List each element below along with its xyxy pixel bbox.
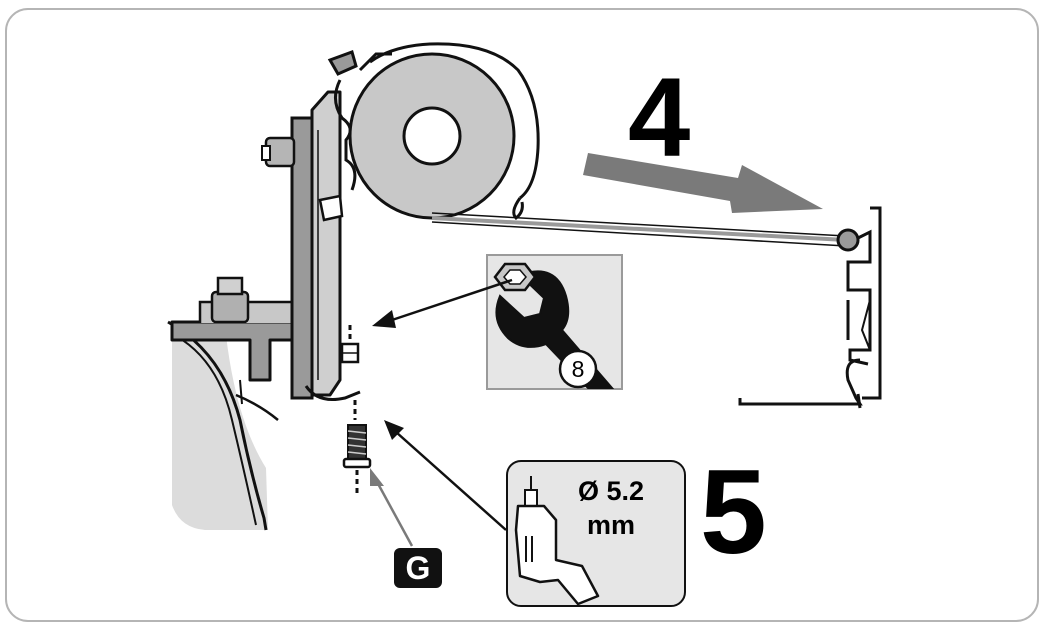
part-g-badge	[394, 548, 442, 588]
part-g-pointer	[370, 468, 414, 547]
profile-bolt	[261, 136, 296, 168]
part-g-label: G	[405, 550, 431, 586]
drill-icon	[514, 476, 600, 606]
drill-pointer	[384, 420, 507, 531]
pull-direction-arrow	[583, 153, 823, 213]
awning-profile	[290, 50, 361, 401]
vehicle-wall	[167, 320, 268, 531]
step-number-5: 5	[700, 445, 767, 579]
roof-bracket	[170, 276, 307, 421]
awning-roller	[348, 42, 540, 220]
wrench-pointer	[372, 278, 513, 328]
awning-fabric	[431, 216, 847, 242]
screw-assembly	[340, 325, 372, 494]
step-number-4: 4	[628, 55, 690, 180]
screw	[342, 424, 372, 469]
drill-callout	[506, 460, 686, 607]
wrench-callout	[486, 254, 623, 390]
front-rail	[738, 206, 882, 409]
wrench-size-label: 8	[571, 356, 585, 382]
drill-diameter: Ø 5.2	[578, 476, 645, 506]
drill-spec-label: Ø 5.2 mm	[578, 474, 644, 542]
drill-unit: mm	[587, 510, 636, 540]
wrench-size-badge	[558, 349, 598, 389]
